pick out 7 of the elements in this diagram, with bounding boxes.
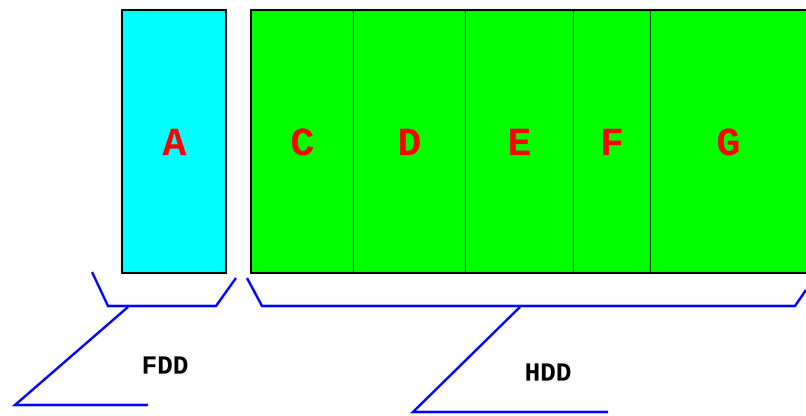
partition-cell: E: [465, 10, 574, 274]
partition-cell: F: [573, 10, 651, 274]
partition-cell: C: [251, 10, 354, 274]
drive-box: A: [122, 10, 227, 274]
group-label: FDD: [144, 356, 188, 374]
group-label: HDD: [526, 363, 570, 381]
partition-cell: D: [353, 10, 466, 274]
